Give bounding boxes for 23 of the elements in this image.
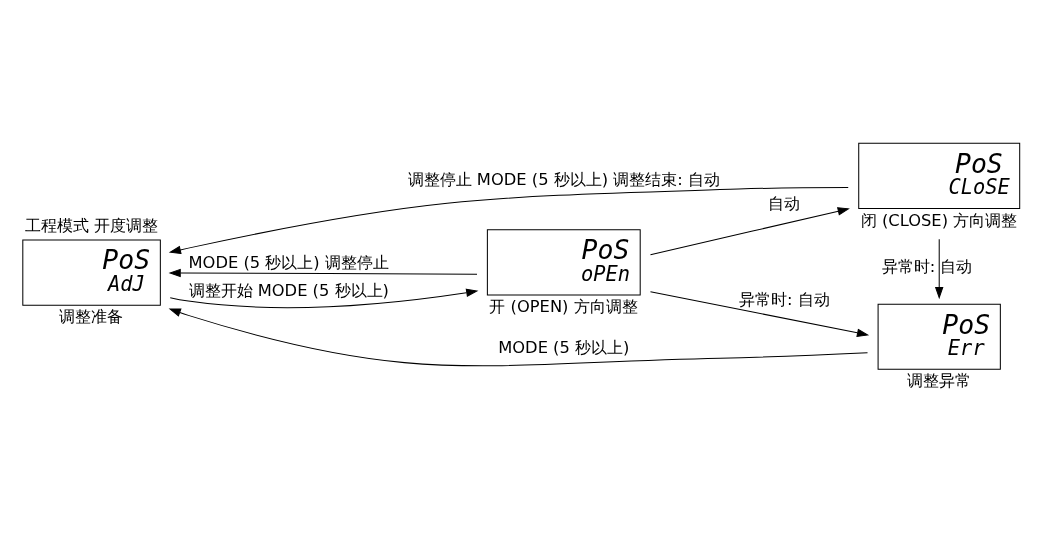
- arrow: [169, 288, 479, 308]
- node-box: PoS oPEn: [486, 228, 641, 295]
- arrow: [649, 206, 850, 255]
- arrow: [168, 186, 849, 254]
- node-label: 调整异常: [906, 370, 971, 390]
- edge-label: 异常时: 自动: [881, 256, 973, 276]
- node-label: 闭 (CLOSE) 方向调整: [860, 210, 1018, 230]
- node-label: 开 (OPEN) 方向调整: [489, 296, 638, 316]
- node-label: 调整准备: [58, 306, 123, 326]
- node-box: PoS CLoSE: [858, 142, 1021, 209]
- arrow: [168, 307, 869, 366]
- node-box: PoS AdJ: [22, 238, 161, 306]
- node-label: 工程模式 开度调整: [24, 215, 159, 235]
- edge-label: MODE (5 秒以上): [498, 337, 630, 357]
- edge-label: 异常时: 自动: [739, 289, 830, 309]
- edge-label: 自动: [768, 193, 801, 213]
- arrow: [168, 268, 478, 277]
- node-box: PoS Err: [877, 303, 1001, 370]
- edge-label: 调整停止 MODE (5 秒以上) 调整结束: 自动: [407, 169, 720, 189]
- arrow: [934, 238, 944, 299]
- arrow: [649, 290, 870, 337]
- edge-label: MODE (5 秒以上) 调整停止: [188, 252, 389, 272]
- edge-label: 调整开始 MODE (5 秒以上): [188, 280, 389, 300]
